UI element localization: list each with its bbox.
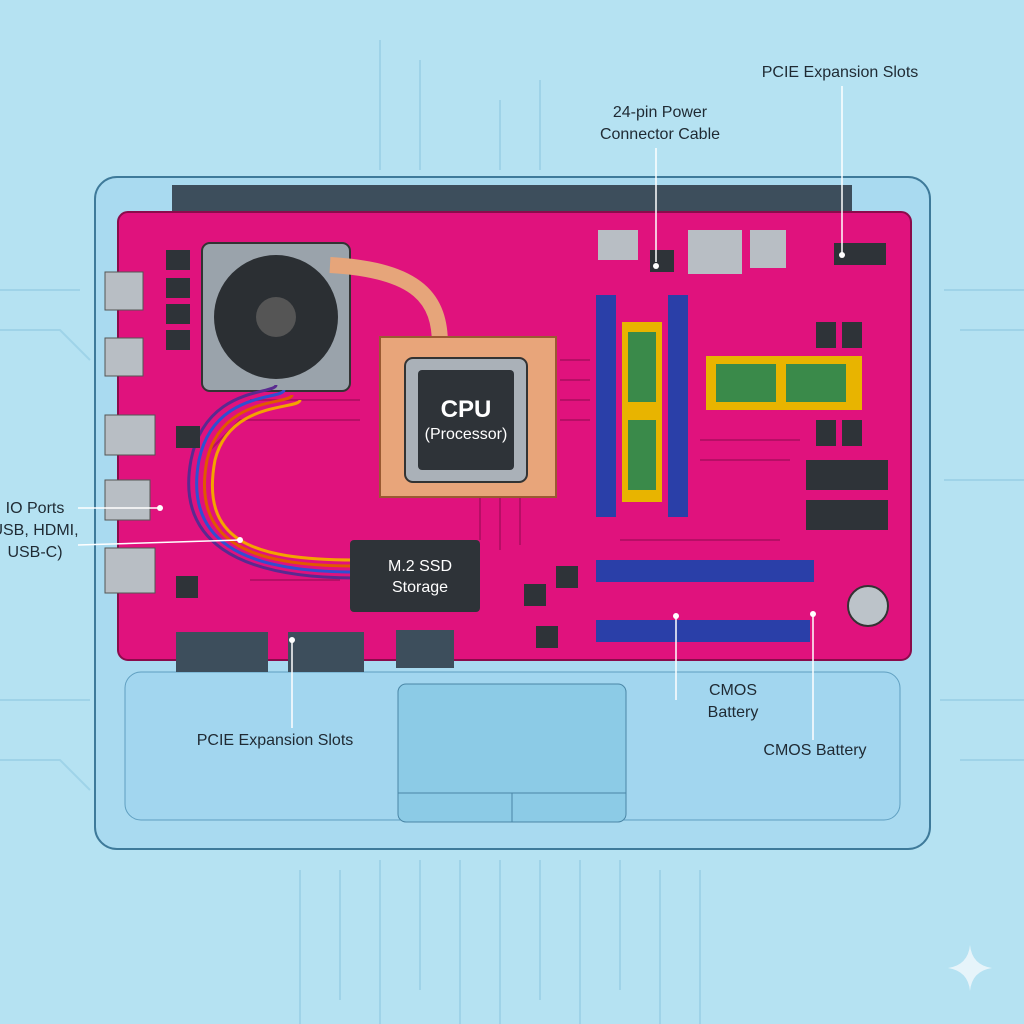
io-line1: IO Ports <box>5 500 65 517</box>
bottom-connector <box>288 632 364 672</box>
cpu-chip <box>418 370 514 470</box>
ssd-line1: M.2 SSD <box>387 558 452 575</box>
m2-ssd <box>350 540 480 612</box>
ram-slot <box>596 295 616 517</box>
leader-lines <box>77 86 843 740</box>
power-connector <box>650 250 674 272</box>
background-traces <box>0 40 1024 1024</box>
power-line1: 24-pin Power <box>612 104 708 121</box>
label-pcie-top: PCIE Expansion Slots <box>761 64 919 81</box>
io-ports <box>104 271 156 594</box>
label-pcie-bottom: PCIE Expansion Slots <box>196 732 354 749</box>
bottom-connector <box>176 632 268 672</box>
cmos-battery <box>847 585 889 627</box>
cmos1-line2: Battery <box>707 704 759 721</box>
pcie-slot <box>596 560 814 582</box>
ssd-label: M.2 SSD Storage <box>368 556 472 598</box>
ram-slot <box>668 295 688 517</box>
cmos1-line1: CMOS <box>709 682 757 699</box>
chips <box>166 250 888 648</box>
label-cmos-1: CMOS Battery <box>690 680 776 724</box>
sparkle-icon <box>948 945 992 991</box>
pcie-slot <box>596 620 810 642</box>
io-line3: USB-C) <box>7 544 63 561</box>
ssd-line2: Storage <box>391 579 449 596</box>
board-traces <box>209 359 800 581</box>
label-cmos-2: CMOS Battery <box>763 742 867 759</box>
power-line2: Connector Cable <box>599 126 721 143</box>
io-line2: USB, HDMI, <box>0 522 79 539</box>
cpu-subtitle: (Processor) <box>424 426 508 443</box>
heatpipe <box>329 257 448 346</box>
cpu-title: CPU <box>440 396 492 423</box>
io-cable-bundle <box>187 384 356 580</box>
